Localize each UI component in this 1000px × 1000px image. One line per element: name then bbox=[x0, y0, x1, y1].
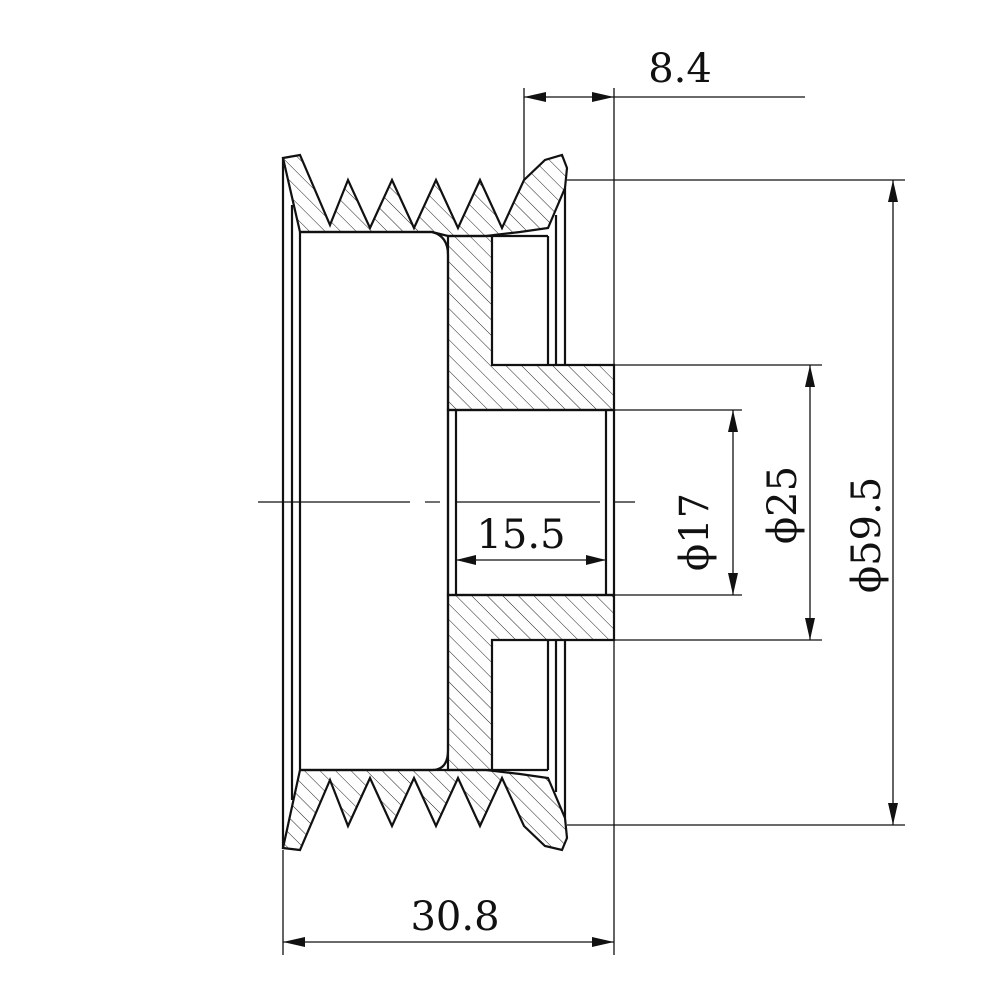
overall-width-label: 30.8 bbox=[410, 894, 499, 940]
dimension-arrowheads bbox=[283, 92, 898, 947]
hub-offset-label: 8.4 bbox=[648, 46, 712, 92]
dimension-lines bbox=[282, 88, 905, 955]
hub-diameter-label: ϕ25 bbox=[760, 466, 806, 544]
lower-rim-section bbox=[281, 768, 569, 852]
lower-web-hub-section bbox=[446, 593, 616, 772]
bore-length-label: 15.5 bbox=[476, 512, 565, 558]
section-body bbox=[281, 153, 616, 852]
visible-edges bbox=[281, 158, 616, 848]
outer-diameter-label: ϕ59.5 bbox=[844, 477, 890, 593]
bore-diameter-label: ϕ17 bbox=[672, 493, 718, 571]
upper-web-hub-section bbox=[446, 234, 616, 412]
